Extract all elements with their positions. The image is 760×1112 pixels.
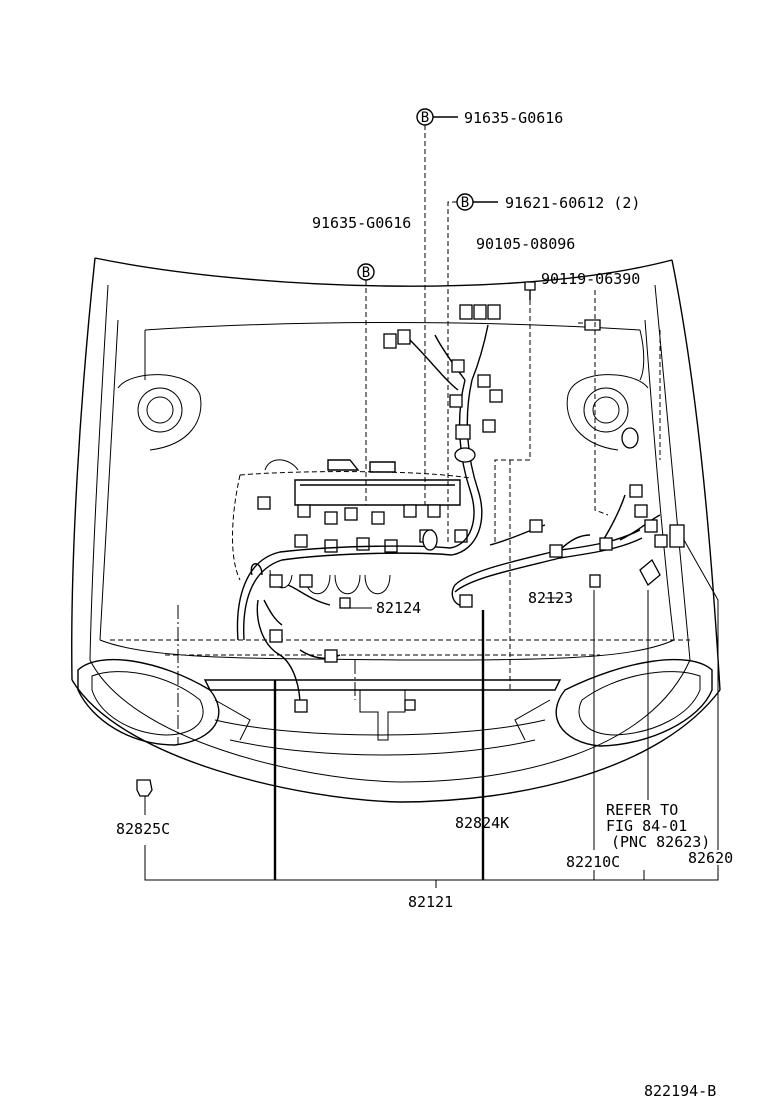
figure-code: 822194-B	[644, 1082, 716, 1100]
label-part-82620: 82620	[688, 849, 733, 867]
label-bolt-91635-top: 91635-G0616	[464, 109, 563, 127]
wire-harness	[136, 304, 685, 797]
label-part-82121: 82121	[408, 893, 453, 911]
label-bolt-90105: 90105-08096	[476, 235, 575, 253]
label-part-82124: 82124	[376, 599, 421, 617]
leader-lines	[144, 116, 719, 888]
label-part-82123: 82123	[528, 589, 573, 607]
label-bolt-91621: 91621-60612 (2)	[505, 194, 640, 212]
bolt-b-symbol-top: B	[421, 110, 429, 126]
label-refer-line1: REFER TO	[606, 801, 678, 819]
engine-block	[232, 459, 471, 595]
label-part-82825c: 82825C	[116, 820, 170, 838]
label-refer-line2: FIG 84-01	[606, 817, 687, 835]
label-bolt-91635-left: 91635-G0616	[312, 214, 411, 232]
bolt-b-symbol-left: B	[362, 265, 370, 281]
label-refer-line3: (PNC 82623)	[611, 833, 710, 851]
vehicle-body-outline	[71, 257, 721, 803]
label-bolt-90119: 90119-06390	[541, 270, 640, 288]
label-part-82824k: 82824K	[455, 814, 509, 832]
part-labels: 91635-G0616 91621-60612 (2) 91635-G0616 …	[116, 109, 733, 1100]
label-part-82210c: 82210C	[566, 853, 620, 871]
bolt-b-symbol-second: B	[461, 195, 469, 211]
